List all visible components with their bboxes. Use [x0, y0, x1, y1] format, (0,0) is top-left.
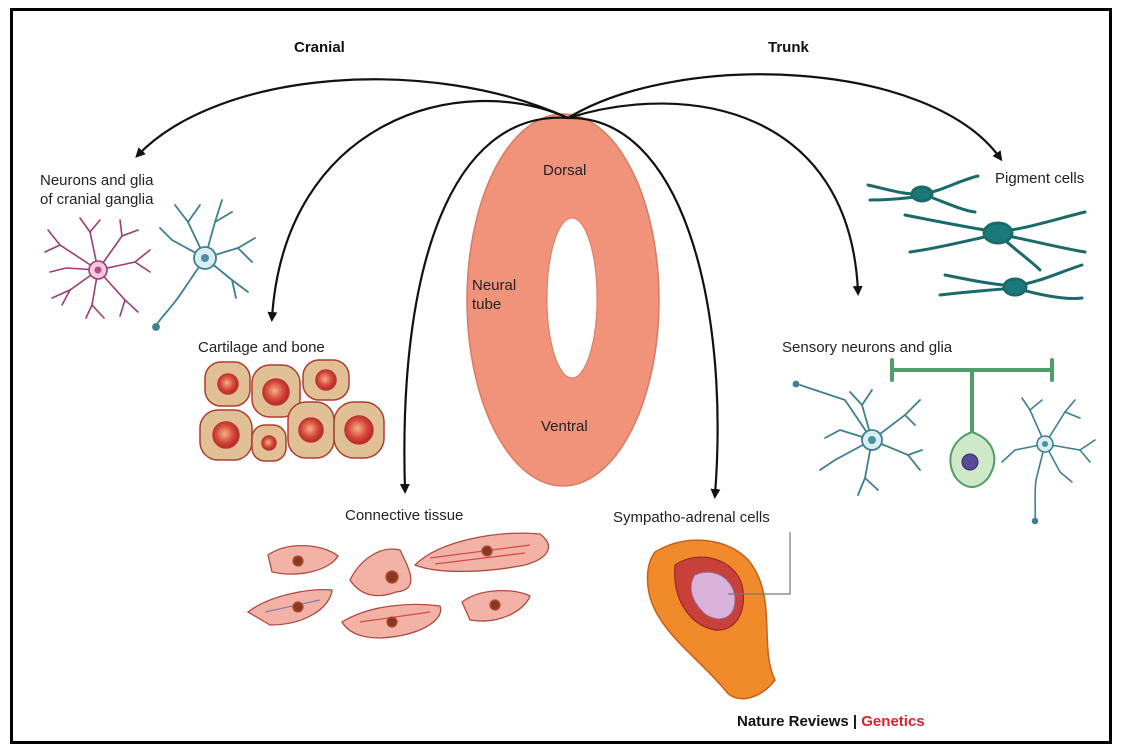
sympatho-adrenal-label: Sympatho-adrenal cells [613, 509, 770, 526]
cranial-ganglia-label-line2: of cranial ganglia [40, 191, 154, 208]
pigment-cells-illustration [868, 176, 1085, 298]
cartilage-bone-illustration [200, 360, 384, 461]
sympatho-adrenal-illustration [648, 532, 791, 699]
cranial-ganglia-label-line1: Neurons and glia [40, 172, 154, 189]
sensory-neurons-illustration [794, 360, 1096, 524]
pigment-cells-label: Pigment cells [995, 170, 1084, 187]
connective-tissue-label: Connective tissue [345, 507, 463, 524]
cranial-heading: Cranial [294, 39, 345, 56]
cartilage-bone-label: Cartilage and bone [198, 339, 325, 356]
credit-separator: | [849, 713, 862, 730]
trunk-heading: Trunk [768, 39, 809, 56]
connective-tissue-illustration [248, 533, 548, 638]
dorsal-label: Dorsal [543, 162, 586, 179]
neural-tube-label-line1: Neural [472, 277, 516, 294]
arrow-to-pigment-cells [568, 74, 1000, 158]
credit-line: Nature Reviews | Genetics [737, 713, 925, 730]
blue-neuron-illustration [153, 200, 255, 330]
pink-neuron-illustration [45, 218, 150, 318]
credit-journal: Nature Reviews [737, 713, 849, 730]
neural-tube-label-line2: tube [472, 296, 501, 313]
sensory-neurons-label: Sensory neurons and glia [782, 339, 953, 356]
ventral-label: Ventral [541, 418, 588, 435]
credit-subject: Genetics [861, 713, 924, 730]
arrow-to-cranial-ganglia [138, 79, 568, 155]
